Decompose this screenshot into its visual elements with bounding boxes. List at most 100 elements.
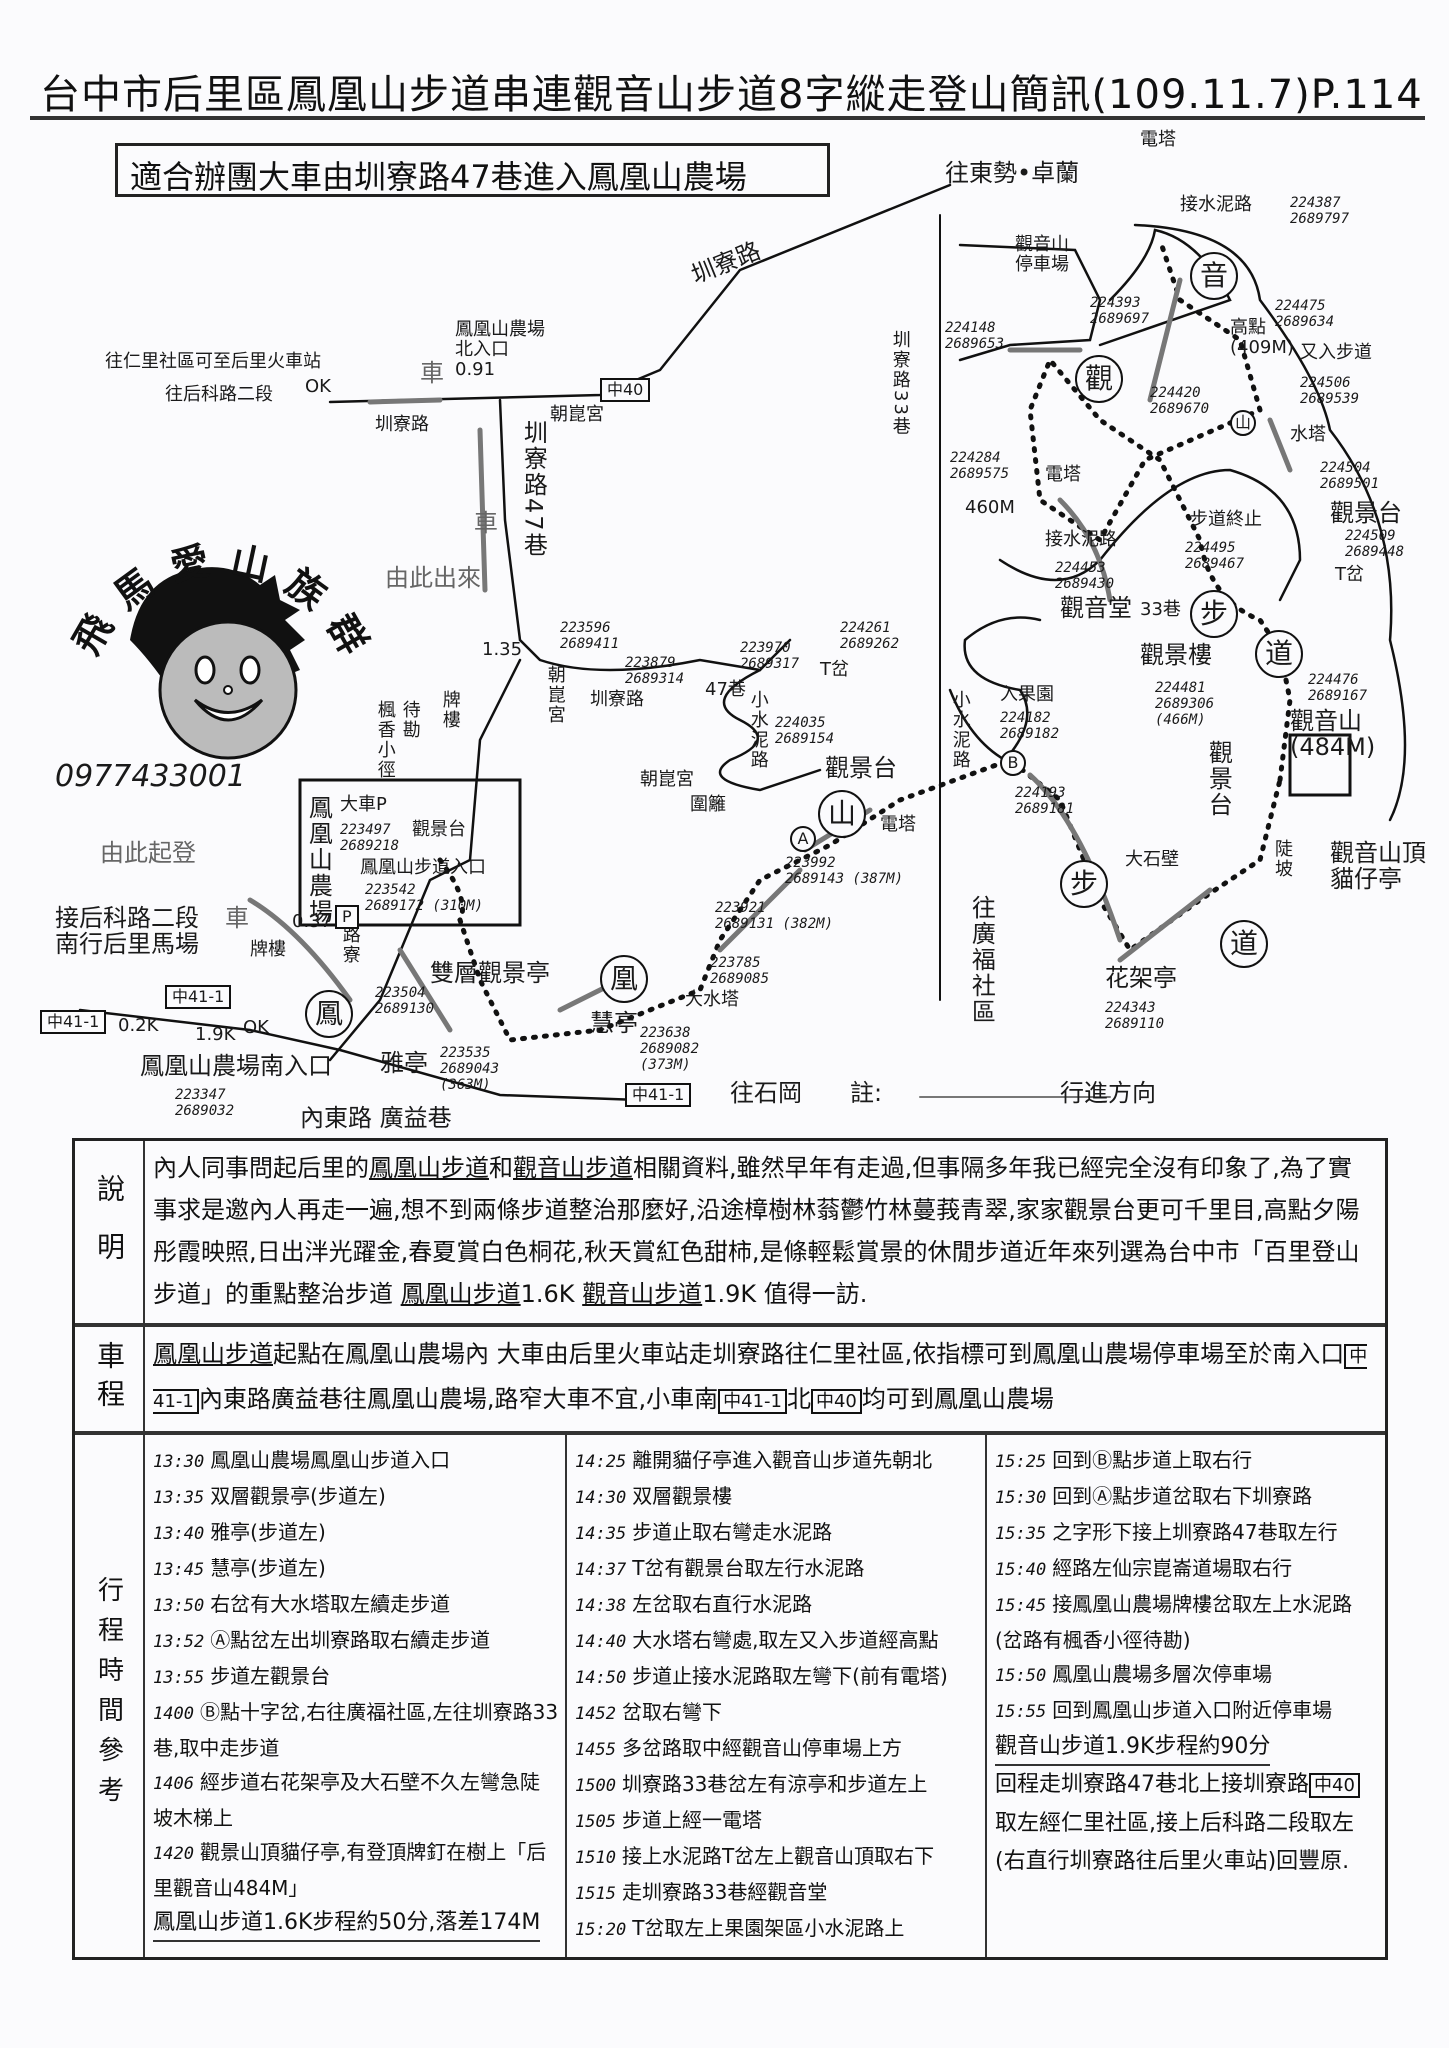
map-label-59: 圍籬 xyxy=(690,794,726,815)
map-label-58: 223921 2689131 (382M) xyxy=(715,900,834,933)
logo-char: 愛 xyxy=(166,538,213,590)
map-label-86: OK xyxy=(243,1017,269,1038)
map-label-85: 路寮 xyxy=(339,925,361,965)
map-label-36: 觀景台 xyxy=(1204,740,1233,818)
description-label: 說明 xyxy=(75,1141,145,1323)
map-label-49: 224261 2689262 xyxy=(840,620,900,653)
map-label-22: T岔 xyxy=(1335,564,1364,585)
route-marker-45: B xyxy=(1000,750,1026,776)
smiley-nose xyxy=(223,685,233,695)
schedule-time: 13:50 xyxy=(153,1596,205,1616)
road-zhenliao xyxy=(328,183,952,404)
schedule-time: 1510 xyxy=(575,1848,616,1868)
road-curvy xyxy=(948,616,1042,762)
text-segment: 內人同事問起后里的 xyxy=(153,1154,369,1182)
schedule-text: Ⓐ點岔左出圳寮路取右續走步道 xyxy=(210,1628,491,1652)
direction-arrow xyxy=(397,947,453,1033)
schedule-time: 1452 xyxy=(575,1704,616,1724)
schedule-time: 14:50 xyxy=(575,1668,627,1688)
map-label-15: 水塔 xyxy=(1290,424,1326,445)
map-label-109: 圳寮路 xyxy=(375,414,429,435)
text-segment: 相關資料,雖然早年有走過,但事隔多年我已經完全沒有印象了,為了實事求是邀內人再走… xyxy=(153,1154,1360,1308)
text-segment: 1.6K xyxy=(520,1280,583,1308)
map-label-108: 車 xyxy=(420,359,444,387)
map-label-38: 大石壁 xyxy=(1125,849,1179,870)
schedule-label: 行程時間參考 xyxy=(75,1435,145,1957)
schedule-text: T岔有觀景台取左行水泥路 xyxy=(632,1556,865,1580)
map-label-19: 460M xyxy=(965,497,1015,518)
description-text: 內人同事問起后里的鳳凰山步道和觀音山步道相關資料,雖然早年有走過,但事隔多年我已… xyxy=(145,1141,1385,1323)
map-label-98: 1.35 xyxy=(482,639,523,660)
map-label-8: 高點 (409M) xyxy=(1230,317,1294,358)
map-label-9: 又入步道 xyxy=(1300,342,1372,363)
schedule-time: 15:45 xyxy=(995,1596,1047,1616)
trail-map xyxy=(78,183,1407,1102)
direction-arrow xyxy=(247,897,353,1003)
direction-arrow xyxy=(717,867,803,953)
map-label-61: 大水塔 xyxy=(685,989,739,1010)
schedule-text: 慧亭(步道左) xyxy=(210,1556,326,1580)
map-label-82: 車 xyxy=(225,904,249,932)
schedule-time: 13:55 xyxy=(153,1668,205,1688)
schedule-time: 15:40 xyxy=(995,1560,1047,1580)
map-label-63: 慧亭 xyxy=(590,1009,638,1037)
map-label-54: 224182 2689182 xyxy=(1000,710,1060,743)
map-label-65: 雙層觀景亭 xyxy=(430,959,550,987)
route-marker-43: 步 xyxy=(1060,860,1108,908)
road-farm-entry xyxy=(328,658,522,1062)
road-zhenliao-47 xyxy=(498,398,792,672)
schedule-time: 14:38 xyxy=(575,1596,627,1616)
map-label-33: 224476 2689167 xyxy=(1308,672,1368,705)
map-label-7: 224475 2689634 xyxy=(1275,298,1335,331)
logo-club-name: 飛馬愛山族群 xyxy=(55,530,385,662)
schedule-text: 回到Ⓑ點步道上取右行 xyxy=(1052,1448,1253,1472)
map-label-91: 大車P xyxy=(340,794,387,815)
map-label-72: 註: xyxy=(850,1079,883,1107)
map-label-113: 223879 2689314 xyxy=(625,655,685,688)
schedule-time: 15:35 xyxy=(995,1524,1047,1544)
map-label-68: 雅亭 xyxy=(380,1049,428,1077)
text-segment: 和 xyxy=(489,1154,513,1182)
map-label-51: 223992 2689143 (387M) xyxy=(785,855,904,888)
map-label-16: 224504 2689501 xyxy=(1320,460,1380,493)
road-hill-outline xyxy=(1133,223,1407,822)
schedule-text: 圳寮路33巷岔左有涼亭和步道左上 xyxy=(621,1772,928,1796)
schedule-text: 步道左觀景台 xyxy=(210,1664,331,1688)
map-label-55: 觀景台 xyxy=(825,754,897,782)
text-segment: 1.9K 值得一訪. xyxy=(702,1280,868,1308)
text-segment: 鳳凰山步道 xyxy=(400,1280,521,1308)
route-marker-40: 道 xyxy=(1220,920,1268,968)
road-hill-middle xyxy=(998,468,1302,602)
map-label-56: 224035 2689154 xyxy=(775,715,835,748)
map-label-105: 往仁里社區可至后里火車站 xyxy=(105,351,321,372)
road-sign: 中41-1 xyxy=(718,1389,787,1414)
text-segment: 鳳凰山步道 xyxy=(153,1340,273,1368)
text-segment: 內東路廣益巷往鳳凰山農場,路窄大車不宜,小車南 xyxy=(198,1385,719,1413)
schedule-time: 14:25 xyxy=(575,1452,627,1472)
logo-char: 馬 xyxy=(105,560,163,618)
schedule-time: 13:35 xyxy=(153,1488,205,1508)
map-label-112: 223596 2689411 xyxy=(560,620,620,653)
direction-arrow xyxy=(1057,497,1113,603)
map-label-18: 電塔 xyxy=(1045,464,1081,485)
schedule-text: 大水塔右彎處,取左又入步道經高點 xyxy=(632,1628,939,1652)
map-label-17: 224284 2689575 xyxy=(950,450,1010,483)
map-label-31: 觀景樓 xyxy=(1140,641,1212,669)
schedule-text: 鳳凰山農場鳳凰山步道入口 xyxy=(210,1448,451,1472)
map-label-28: 33巷 xyxy=(1140,599,1181,620)
fenghuang-farm-box xyxy=(298,778,522,927)
map-label-84: 0.37 xyxy=(292,911,333,932)
schedule-time: 14:35 xyxy=(575,1524,627,1544)
